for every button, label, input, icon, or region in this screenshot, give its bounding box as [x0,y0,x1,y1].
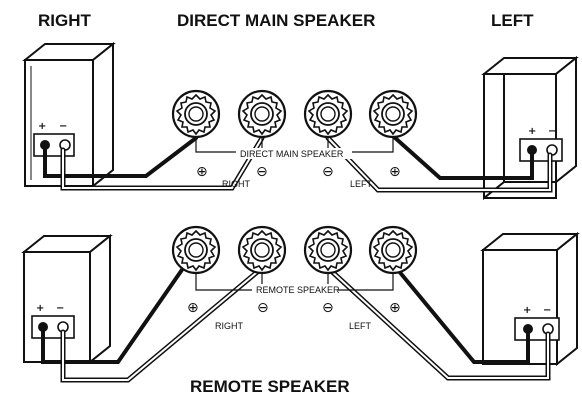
right-minus-post-icon [237,225,287,275]
right-channel-label: RIGHT [222,179,251,189]
box-minus-sign: − [548,126,556,137]
right-minus-post-icon [237,89,287,139]
plus-sign: ⊕ [389,300,401,316]
left-minus-post-icon [303,89,353,139]
left-minus-post-icon [303,225,353,275]
left-channel-label: LEFT [350,179,373,189]
right-channel-label: RIGHT [215,321,244,331]
box-plus-sign: + [523,305,531,316]
minus-sign: ⊖ [257,300,269,316]
bottom-left-speaker-box: + − [480,231,580,367]
top-right-speaker-box: + − [22,41,116,189]
left-plus-post-icon [368,225,418,275]
top-wiring [43,134,553,193]
left-channel-label: LEFT [349,321,372,331]
left-plus-post-icon [368,89,418,139]
minus-sign: ⊖ [256,164,268,180]
plus-sign: ⊕ [187,300,199,316]
plus-sign: ⊕ [389,164,401,180]
remote-speaker-bus-label: REMOTE SPEAKER [256,285,340,295]
right-plus-post-icon [171,89,221,139]
bottom-right-speaker-box: + − [21,233,113,365]
right-plus-post-icon [171,225,221,275]
box-minus-sign: − [59,121,67,132]
direct-main-speaker-title: DIRECT MAIN SPEAKER [177,11,375,30]
minus-sign: ⊖ [322,164,334,180]
box-plus-sign: + [38,121,46,132]
box-minus-sign: − [56,303,64,314]
bottom-wiring [41,262,551,383]
remote-speaker-title: REMOTE SPEAKER [190,377,350,396]
direct-main-speaker-bus-label: DIRECT MAIN SPEAKER [240,149,344,159]
minus-sign: ⊖ [322,300,334,316]
box-minus-sign: − [543,305,551,316]
box-plus-sign: + [528,126,536,137]
box-plus-sign: + [36,303,44,314]
plus-sign: ⊕ [196,164,208,180]
left-speaker-title: LEFT [491,11,534,30]
right-speaker-title: RIGHT [38,11,92,30]
